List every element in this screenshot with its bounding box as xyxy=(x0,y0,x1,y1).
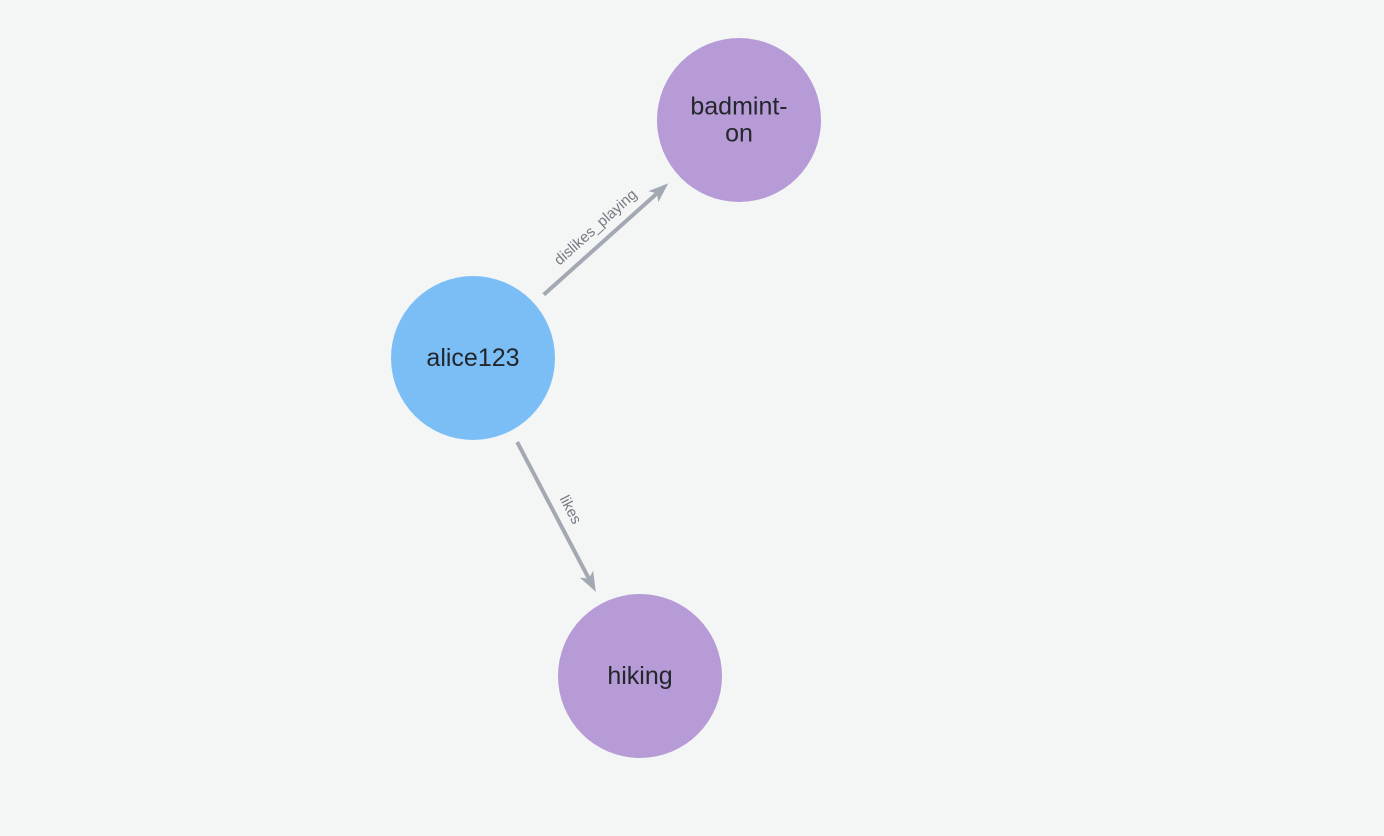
edge-line[interactable] xyxy=(542,191,659,297)
node-circle[interactable] xyxy=(391,276,555,440)
edge-label: dislikes_playing xyxy=(551,186,641,269)
node-hiking[interactable]: hiking xyxy=(558,594,722,758)
node-circle[interactable] xyxy=(657,38,821,202)
node-circle[interactable] xyxy=(558,594,722,758)
node-badminton[interactable]: badmint-on xyxy=(657,38,821,202)
node-alice123[interactable]: alice123 xyxy=(391,276,555,440)
edge-line[interactable] xyxy=(515,441,591,580)
edge-arrowhead-icon xyxy=(579,570,596,592)
edge-alice123-badminton[interactable]: dislikes_playing xyxy=(542,183,669,297)
edge-arrowhead-icon xyxy=(648,183,669,203)
edge-alice123-hiking[interactable]: likes xyxy=(515,441,596,592)
